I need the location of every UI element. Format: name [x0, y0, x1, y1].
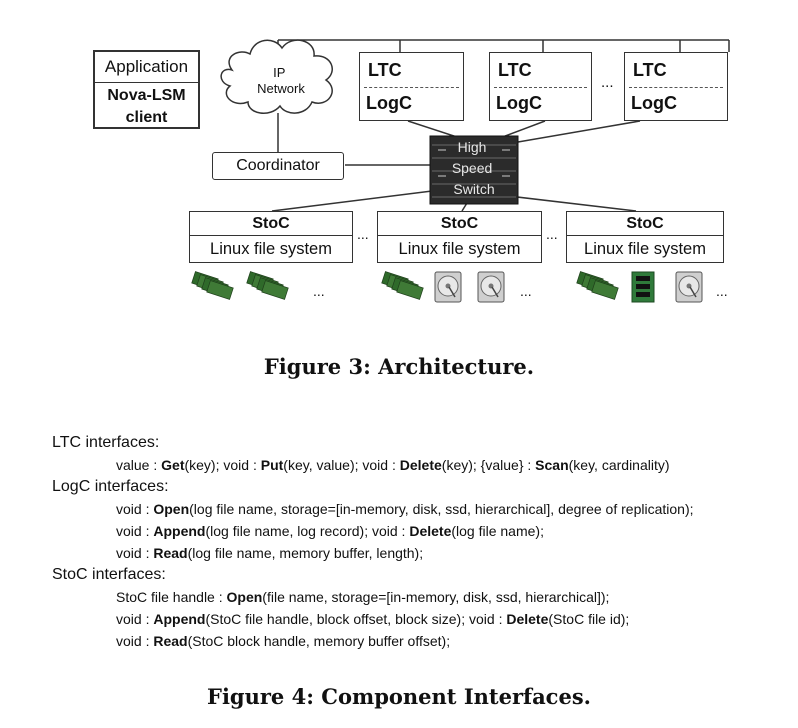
fs-label: Linux file system [210, 240, 332, 258]
logc-label: LogC [496, 93, 542, 113]
method-name: Open [153, 501, 190, 517]
component-interfaces: LTC interfaces: value : Get(key); void : … [52, 432, 792, 652]
hard-disk-icon [434, 271, 462, 303]
interface-section-title: LTC interfaces: [52, 434, 160, 451]
signature-text: (log file name, memory buffer, length); [187, 545, 424, 561]
interface-signature: void : Read(log file name, memory buffer… [52, 542, 792, 564]
method-name: Append [153, 523, 206, 539]
storage-ellipsis: ... [313, 283, 325, 299]
application-label: Application [95, 52, 198, 83]
method-name: Read [153, 545, 188, 561]
method-name: Read [153, 633, 188, 649]
figure-4-caption: Figure 4: Component Interfaces. [207, 684, 591, 709]
method-name: Delete [506, 611, 549, 627]
interface-signature: void : Open(log file name, storage=[in-m… [52, 498, 792, 520]
figure-3-caption: Figure 3: Architecture. [263, 354, 535, 379]
interface-signature: void : Append(log file name, log record)… [52, 520, 792, 542]
network-label: IP Network [257, 65, 305, 96]
signature-text: (StoC file id); [548, 611, 630, 627]
signature-text: (log file name); [451, 523, 544, 539]
signature-text: (key); void : [184, 457, 261, 473]
method-name: Append [153, 611, 206, 627]
signature-text: (key, cardinality) [568, 457, 670, 473]
coordinator-label: Coordinator [236, 157, 320, 174]
logc-label: LogC [631, 93, 677, 113]
interface-signature: void : Read(StoC block handle, memory bu… [52, 630, 792, 652]
memory-icon [576, 271, 619, 300]
stoc-ellipsis: ... [357, 226, 369, 242]
application-box: Application Nova-LSM client [93, 50, 200, 129]
signature-text: StoC file handle : [116, 589, 227, 605]
signature-text: (key, value); void : [283, 457, 400, 473]
method-name: Get [161, 457, 185, 473]
stoc-ellipsis: ... [546, 226, 558, 242]
svg-text:High Speed Swi: High Speed Switch [452, 139, 496, 197]
coordinator-box: Coordinator [212, 152, 344, 180]
method-name: Scan [535, 457, 569, 473]
logc-label: LogC [366, 93, 412, 113]
signature-text: (StoC block handle, memory buffer offset… [187, 633, 451, 649]
signature-text: void : [116, 633, 154, 649]
ltc-label: LTC [498, 60, 532, 80]
interface-section-title: StoC interfaces: [52, 566, 166, 583]
stoc-node-1: StoC Linux file system [189, 211, 353, 263]
interface-section-title: LogC interfaces: [52, 478, 169, 495]
fs-label: Linux file system [398, 240, 521, 258]
signature-text: void : [116, 523, 154, 539]
interface-signature: StoC file handle : Open(file name, stora… [52, 586, 792, 608]
signature-text: void : [116, 611, 154, 627]
ssd-icon [631, 271, 655, 303]
stoc-label: StoC [567, 212, 723, 236]
method-name: Delete [399, 457, 442, 473]
memory-icon [191, 271, 234, 300]
signature-text: (file name, storage=[in-memory, disk, ss… [262, 589, 610, 605]
ltc-node-3: LTC LogC [624, 52, 728, 121]
hard-disk-icon [477, 271, 505, 303]
switch-icon: High Speed Switch [429, 135, 519, 205]
method-name: Delete [409, 523, 452, 539]
ltc-label: LTC [368, 60, 402, 80]
network-cloud [220, 39, 333, 114]
signature-text: void : [116, 545, 154, 561]
memory-icon [381, 271, 424, 300]
fs-label: Linux file system [584, 240, 706, 258]
storage-ellipsis: ... [520, 283, 532, 299]
stoc-node-2: StoC Linux file system [377, 211, 542, 263]
signature-text: void : [116, 501, 154, 517]
signature-text: (log file name, log record); void : [205, 523, 410, 539]
interface-signature: value : Get(key); void : Put(key, value)… [52, 454, 792, 476]
stoc-label: StoC [378, 212, 541, 236]
interface-signature: void : Append(StoC file handle, block of… [52, 608, 792, 630]
method-name: Open [226, 589, 263, 605]
stoc-node-3: StoC Linux file system [566, 211, 724, 263]
hard-disk-icon [675, 271, 703, 303]
ltc-node-2: LTC LogC [489, 52, 592, 121]
ltc-label: LTC [633, 60, 667, 80]
memory-icon [246, 271, 289, 300]
signature-text: (log file name, storage=[in-memory, disk… [189, 501, 694, 517]
signature-text: (key); {value} : [441, 457, 536, 473]
signature-text: value : [116, 457, 162, 473]
storage-ellipsis: ... [716, 283, 728, 299]
ltc-ellipsis: ... [601, 74, 614, 91]
signature-text: (StoC file handle, block offset, block s… [205, 611, 507, 627]
client-label: Nova-LSM client [107, 87, 186, 126]
method-name: Put [260, 457, 284, 473]
ltc-node-1: LTC LogC [359, 52, 464, 121]
stoc-label: StoC [190, 212, 352, 236]
